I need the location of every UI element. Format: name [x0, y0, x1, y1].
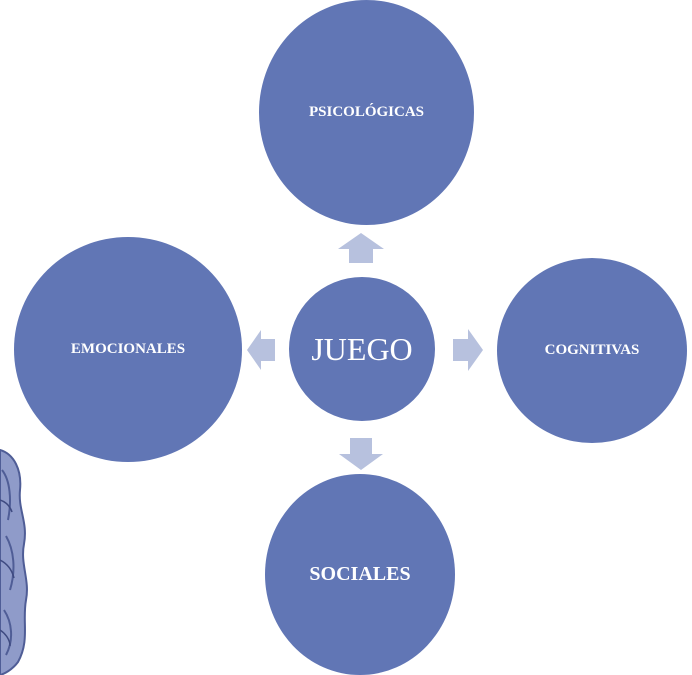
- node-label-cognitivas: COGNITIVAS: [544, 342, 640, 358]
- arrow-right-icon: [453, 329, 483, 371]
- node-emocionales: EMOCIONALES: [14, 237, 242, 462]
- node-label-juego: JUEGO: [311, 330, 413, 367]
- node-juego-center: JUEGO: [287, 275, 437, 423]
- arrow-up-icon: [338, 233, 384, 263]
- node-sociales: SOCIALES: [265, 474, 455, 675]
- partial-figure-illustration-icon: [0, 448, 28, 675]
- node-label-emocionales: EMOCIONALES: [70, 341, 186, 357]
- node-label-psicologicas: PSICOLÓGICAS: [308, 104, 425, 120]
- arrow-left-icon: [247, 330, 275, 370]
- node-label-sociales: SOCIALES: [309, 563, 411, 585]
- arrow-down-icon: [339, 438, 383, 470]
- node-cognitivas: COGNITIVAS: [497, 258, 687, 443]
- node-psicologicas: PSICOLÓGICAS: [259, 0, 474, 225]
